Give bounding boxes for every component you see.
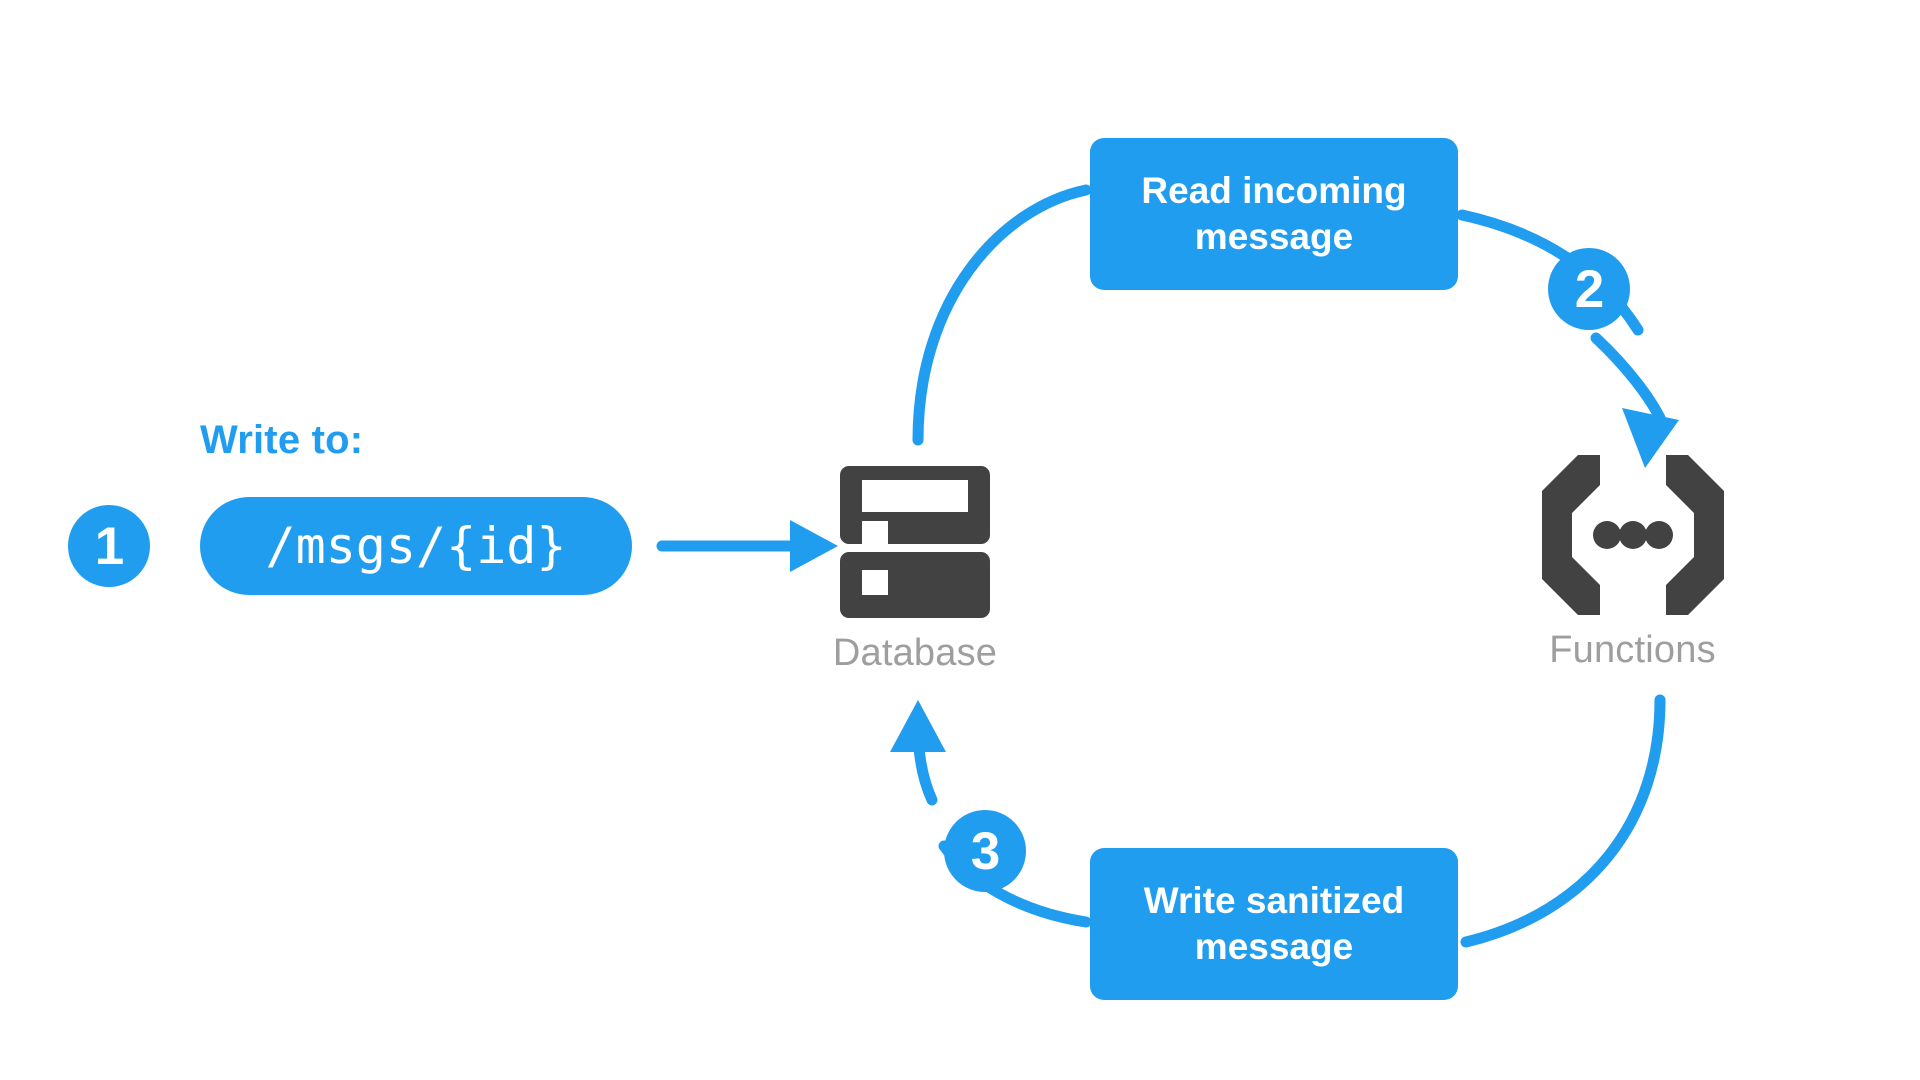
path-pill[interactable]: /msgs/{id} [200,497,632,595]
database-icon [840,466,990,618]
box-read-incoming-message-text: Read incoming message [1141,168,1406,260]
box-read-line-1: Read incoming [1141,170,1407,212]
arc-functions-to-write [1460,694,1666,948]
arrowhead-to-database [890,700,946,752]
step-badge-1: 1 [68,505,150,587]
step-badge-2-number: 2 [1574,259,1605,319]
node-functions[interactable]: Functions [1525,455,1740,672]
write-to-caption: Write to: [200,418,364,462]
node-database-label: Database [832,632,998,674]
node-database[interactable]: Database [820,466,1010,675]
arc-database-entry [912,720,938,806]
step-badge-3: 3 [944,810,1026,892]
step-badge-3-number: 3 [970,821,1001,881]
box-read-incoming-message[interactable]: Read incoming message [1090,138,1458,290]
functions-braces-icon [1541,455,1724,615]
arc-functions-entry [1590,332,1666,424]
step-badge-1-number: 1 [94,516,125,576]
box-write-sanitized-message-text: Write sanitized message [1144,878,1404,970]
box-write-sanitized-message[interactable]: Write sanitized message [1090,848,1458,1000]
arrow-pill-to-database [656,520,838,572]
node-functions-label: Functions [1549,629,1716,671]
box-write-line-2: message [1194,926,1354,967]
box-write-line-1: Write sanitized [1143,880,1405,922]
step-badge-2: 2 [1548,248,1630,330]
arc-database-to-read [912,184,1092,446]
box-read-line-2: message [1194,216,1354,257]
path-pill-text: /msgs/{id} [265,517,567,575]
